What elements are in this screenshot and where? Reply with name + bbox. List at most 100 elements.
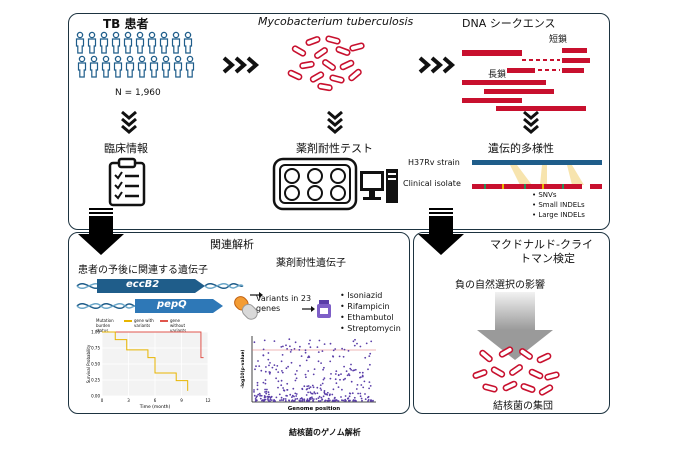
data-point — [322, 368, 324, 371]
pill-icon — [234, 296, 258, 320]
data-point — [299, 364, 301, 367]
chevron-right-icon — [418, 56, 456, 74]
prognosis-genes-label: 患者の予後に関連する遺伝子 — [78, 265, 208, 276]
gene-eccb2-label: eccB2 — [126, 279, 160, 290]
data-point — [298, 349, 301, 351]
data-point — [342, 378, 345, 381]
clipboard-icon — [108, 157, 146, 207]
data-point — [296, 370, 298, 372]
data-point — [307, 391, 309, 394]
data-point — [326, 399, 329, 402]
data-point — [263, 339, 266, 342]
data-point — [353, 396, 356, 399]
data-point — [347, 350, 350, 352]
data-point — [330, 373, 332, 375]
isolate-genome-bar — [472, 165, 602, 189]
data-point — [359, 376, 361, 379]
data-point — [293, 399, 296, 402]
data-point — [265, 390, 268, 393]
list-item: • Large INDELs — [532, 211, 585, 219]
bacterium — [482, 383, 498, 393]
data-point — [344, 377, 346, 380]
data-point — [269, 362, 271, 364]
data-point — [289, 393, 292, 396]
data-point — [369, 385, 372, 387]
bacterium — [518, 348, 534, 360]
down-arrow-icon — [78, 208, 124, 255]
data-point — [315, 398, 318, 400]
data-point — [309, 396, 312, 399]
data-point — [311, 397, 314, 400]
data-point — [290, 361, 293, 364]
bacterium — [305, 36, 321, 46]
km-legend: Mutation burden status gene with variant… — [96, 318, 192, 333]
data-point — [262, 354, 265, 357]
data-point — [352, 400, 354, 402]
data-point — [285, 367, 288, 370]
data-point — [309, 346, 312, 349]
axis-label: Time (month) — [139, 404, 171, 410]
data-point — [282, 387, 284, 389]
data-point — [372, 399, 374, 402]
data-point — [253, 394, 256, 397]
data-point — [270, 399, 273, 401]
data-point — [364, 398, 367, 401]
km-legend-item: gene without variants — [160, 318, 192, 333]
data-point — [317, 400, 320, 402]
data-point — [339, 378, 341, 381]
data-point — [253, 341, 256, 344]
data-point — [342, 355, 345, 358]
data-point — [268, 372, 271, 375]
data-point — [340, 396, 342, 398]
bacterium — [502, 380, 518, 392]
data-point — [280, 346, 283, 348]
data-point — [257, 360, 259, 362]
person-icon — [101, 55, 111, 78]
bacteria-icon — [287, 35, 365, 92]
person-icon — [123, 31, 133, 54]
person-icon — [173, 55, 183, 78]
data-point — [304, 373, 307, 376]
data-point — [334, 378, 337, 381]
data-point — [282, 399, 284, 402]
data-point — [265, 366, 267, 368]
data-point — [336, 399, 338, 402]
data-point — [311, 384, 314, 387]
data-point — [268, 364, 270, 367]
data-point — [275, 368, 278, 371]
data-point — [308, 356, 311, 358]
data-point — [367, 400, 369, 402]
down-arrow-icon — [418, 208, 464, 255]
data-point — [294, 392, 297, 395]
data-point — [264, 396, 267, 398]
bacterium — [520, 383, 536, 393]
data-point — [355, 388, 358, 390]
data-point — [321, 399, 323, 401]
data-point — [281, 354, 284, 356]
data-point — [311, 392, 314, 395]
data-point — [267, 358, 270, 361]
km-curve — [102, 331, 204, 359]
data-point — [317, 360, 320, 363]
data-point — [308, 400, 310, 402]
bacterium — [349, 42, 365, 52]
bacterium — [339, 59, 355, 71]
data-point — [348, 400, 350, 402]
mk-title-line2: トマン検定 — [520, 252, 575, 265]
chevron-down-icon — [523, 110, 539, 134]
data-point — [347, 397, 350, 399]
data-point — [323, 343, 326, 345]
axis-label: Genome position — [288, 406, 340, 412]
tick-label: 0.00 — [91, 394, 100, 399]
data-point — [363, 380, 366, 383]
drug-list: • Isoniazid • Rifampicin • Ethambutol • … — [340, 290, 401, 334]
data-point — [288, 399, 290, 402]
data-point — [334, 373, 337, 375]
data-point — [269, 398, 272, 401]
tick-label: 12 — [205, 398, 211, 403]
mtb-title: Mycobacterium tuberculosis — [258, 15, 414, 28]
bacterium — [313, 47, 329, 59]
bacterium — [508, 364, 524, 376]
tick-label: 0.75 — [91, 346, 100, 351]
